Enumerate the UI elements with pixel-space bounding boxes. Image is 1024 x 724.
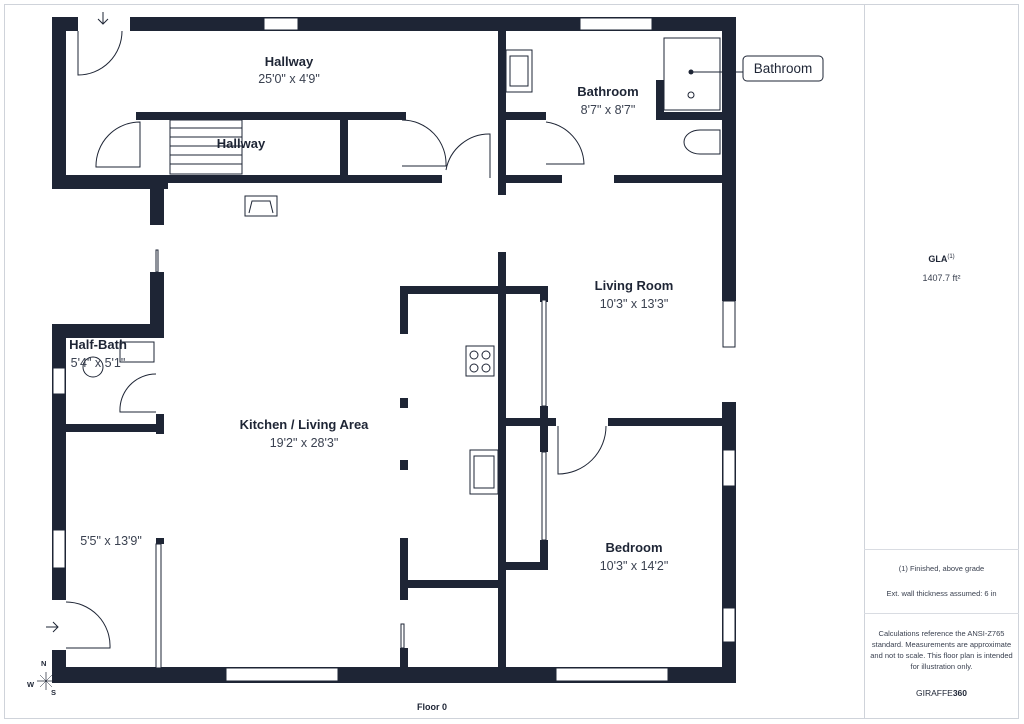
room-hallway-stairs-name: Hallway xyxy=(217,136,266,151)
floor-plan: Bathroom N W S Hallway 25'0" x 4'9" Hall… xyxy=(27,12,824,697)
room-half-bath-name: Half-Bath xyxy=(69,337,127,352)
compass-n: N xyxy=(41,659,46,668)
floor-label: Floor 0 xyxy=(416,702,447,712)
gla-label: GLA(1) xyxy=(928,254,955,264)
sidebar xyxy=(864,4,1019,719)
bathroom-callout: Bathroom xyxy=(691,55,824,82)
gla-value: 1407.7 ft² xyxy=(922,273,961,283)
room-bathroom-name: Bathroom xyxy=(577,84,638,99)
windows xyxy=(52,17,736,682)
sidebar-divider xyxy=(864,613,1019,614)
callout-label: Bathroom xyxy=(754,61,813,76)
fixtures xyxy=(46,12,721,633)
compass-s: S xyxy=(51,688,56,697)
note-finished: (1) Finished, above grade xyxy=(898,564,985,573)
doors xyxy=(65,30,607,649)
room-half-bath-dims: 5'4" x 5'1" xyxy=(71,356,126,370)
room-bedroom-dims: 10'3" x 14'2" xyxy=(600,559,669,573)
room-hallway-top-dims: 25'0" x 4'9" xyxy=(258,72,320,86)
brand-logo: GIRAFFE360 xyxy=(915,688,968,698)
sidebar-divider xyxy=(864,549,1019,550)
room-living-dims: 10'3" x 13'3" xyxy=(600,297,669,311)
compass-icon: N W S xyxy=(27,659,56,697)
room-living-name: Living Room xyxy=(595,278,674,293)
page-frame xyxy=(4,4,1019,719)
room-bathroom-dims: 8'7" x 8'7" xyxy=(581,103,636,117)
room-entry-dims: 5'5" x 13'9" xyxy=(80,534,142,548)
room-kitchen-dims: 19'2" x 28'3" xyxy=(270,436,339,450)
room-labels: Hallway 25'0" x 4'9" Hallway Bathroom 8'… xyxy=(69,54,673,573)
interior-walls xyxy=(66,17,728,678)
room-hallway-top-name: Hallway xyxy=(265,54,314,69)
disclaimer: Calculations reference the ANSI-Z765 sta… xyxy=(870,629,1013,671)
room-kitchen-name: Kitchen / Living Area xyxy=(240,417,370,432)
note-wall-thickness: Ext. wall thickness assumed: 6 in xyxy=(886,589,997,598)
room-bedroom-name: Bedroom xyxy=(605,540,662,555)
compass-w: W xyxy=(27,680,35,689)
